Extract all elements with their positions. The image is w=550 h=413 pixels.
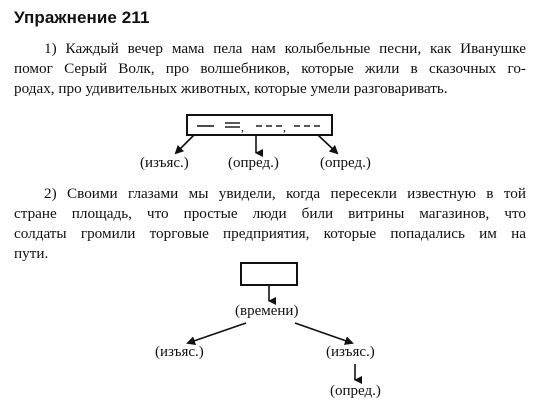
svg-text:,: , bbox=[283, 120, 286, 134]
exercise-1-line: родах, про удивительных животных, которы… bbox=[14, 80, 448, 97]
arrow-to-left-clause-2 bbox=[186, 322, 247, 345]
exercise-1-text: 1) Каждый вечер мама пела нам колыбельны… bbox=[14, 39, 526, 99]
arrow-to-right-clause-2 bbox=[294, 322, 354, 345]
label-opred-bottom: (опред.) bbox=[330, 383, 381, 399]
exercise-1-line: помог Серый Волк, про волшебников, котор… bbox=[14, 60, 526, 77]
arrow-to-left-clause bbox=[174, 134, 195, 155]
exercise-2-text: 2) Своими глазами мы увидели, когда пере… bbox=[14, 184, 526, 264]
label-vremeni: (времени) bbox=[235, 303, 299, 319]
label-opred-2: (опред.) bbox=[320, 155, 371, 171]
exercise-title: Упражнение 211 bbox=[14, 8, 150, 27]
label-izyas-left: (изъяс.) bbox=[155, 344, 204, 360]
label-opred-1: (опред.) bbox=[228, 155, 279, 171]
label-izyas-1: (изъяс.) bbox=[140, 155, 189, 171]
arrow-to-right-clause bbox=[317, 134, 339, 155]
main-clause-box-2 bbox=[240, 262, 298, 286]
label-izyas-right: (изъяс.) bbox=[326, 344, 375, 360]
exercise-2-line: 2) Своими глазами мы увидели, когда пере… bbox=[44, 185, 526, 202]
exercise-2-line: пути. bbox=[14, 245, 49, 262]
exercise-1-line: 1) Каждый вечер мама пела нам колыбельны… bbox=[44, 40, 526, 57]
svg-text:,: , bbox=[241, 120, 244, 134]
main-clause-box bbox=[186, 114, 333, 136]
exercise-2-line: стране площадь, что простые люди били ви… bbox=[14, 205, 526, 222]
exercise-2-line: солдаты громили торговые предприятия, ко… bbox=[14, 225, 526, 242]
